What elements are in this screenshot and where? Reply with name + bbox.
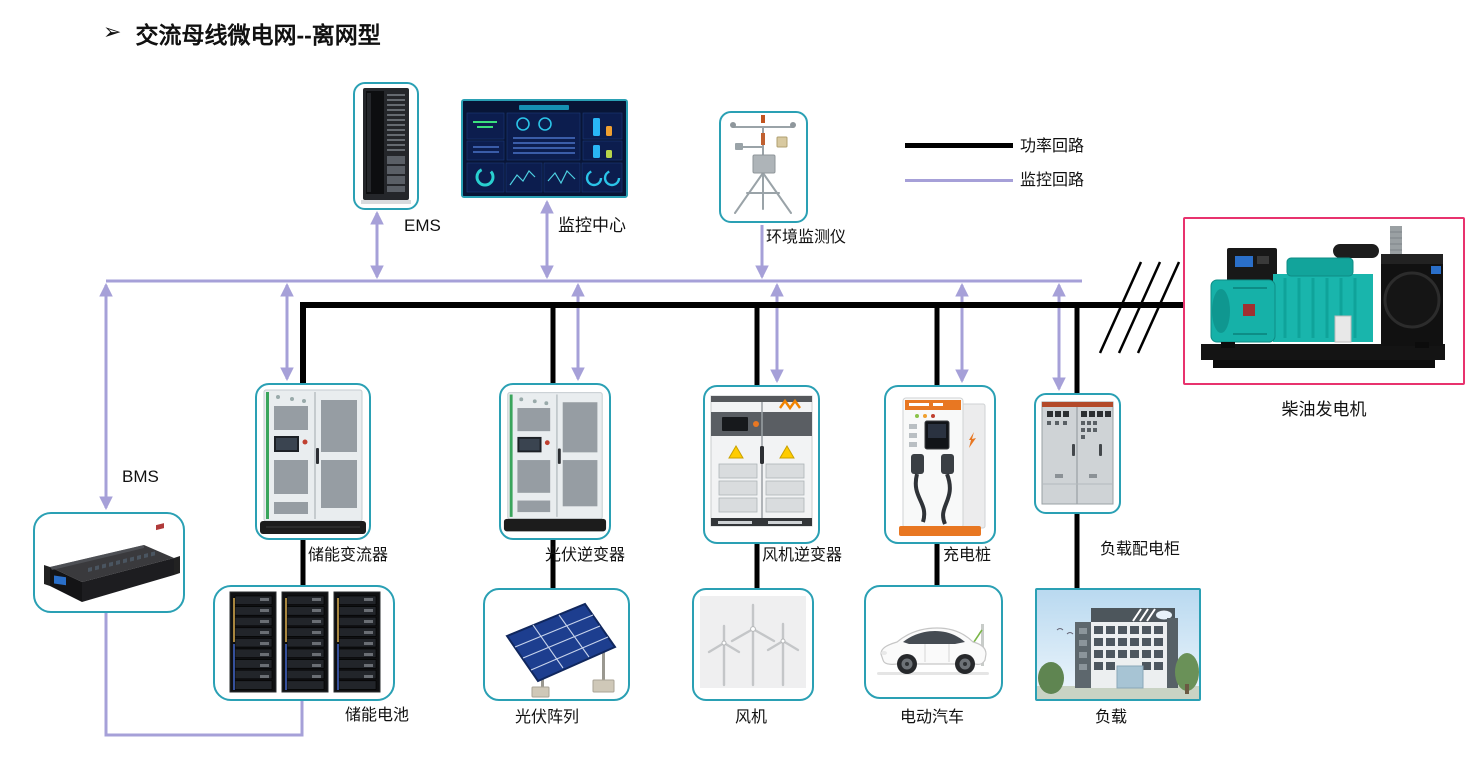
- solar-panel-icon: [505, 602, 617, 698]
- bms-box: [33, 512, 185, 613]
- ems-label: EMS: [404, 216, 441, 235]
- dashboard-screen-icon: [463, 101, 626, 196]
- diesel-generator-box: [1183, 217, 1465, 385]
- wind-turbine-label: 风机: [735, 709, 768, 726]
- ev-box: [864, 585, 1003, 699]
- storage-battery-box: [213, 585, 395, 701]
- legend-power-label: 功率回路: [1020, 138, 1085, 155]
- charging-pile-box: [884, 385, 996, 544]
- diesel-generator-icon: [1201, 226, 1445, 368]
- load-label: 负载: [1095, 709, 1128, 726]
- legend-monitor-line: [905, 179, 1013, 182]
- electric-car-icon: [877, 624, 989, 675]
- pv-inverter-label: 光伏逆变器: [545, 547, 626, 564]
- wind-inverter-cabinet-icon: [710, 395, 813, 527]
- monitor-center-box: [461, 99, 628, 198]
- power-bus: [300, 302, 1185, 383]
- legend-monitor-label: 监控回路: [1020, 172, 1085, 189]
- battery-rack-icon: [229, 591, 381, 693]
- grid-disconnect-slashes: [1098, 261, 1181, 354]
- env-monitor-label: 环境监测仪: [766, 229, 847, 246]
- ev-charger-icon: [899, 397, 986, 536]
- server-rack-icon: [361, 88, 411, 204]
- storage-converter-label: 储能变流器: [308, 547, 389, 564]
- converter-cabinet-icon: [260, 389, 366, 534]
- page-title-text: 交流母线微电网--离网型: [135, 22, 381, 48]
- distribution-cabinet-icon: [1041, 401, 1114, 505]
- pv-array-label: 光伏阵列: [515, 709, 580, 726]
- bms-label: BMS: [122, 467, 159, 486]
- wind-inverter-label: 风机逆变器: [762, 547, 843, 564]
- pv-array-box: [483, 588, 630, 701]
- load-cabinet-box: [1034, 393, 1121, 514]
- wind-turbine-icon: [700, 596, 806, 688]
- diesel-generator-label: 柴油发电机: [1281, 400, 1367, 419]
- weather-station-icon: [730, 115, 796, 214]
- pv-inverter-box: [499, 383, 611, 540]
- wind-turbine-box: [692, 588, 814, 701]
- office-building-icon: [1037, 590, 1199, 699]
- title-arrow-bullet-icon: ➢: [103, 19, 122, 44]
- ems-box: [353, 82, 419, 210]
- page-title: ➢ 交流母线微电网--离网型: [103, 16, 381, 50]
- storage-converter-box: [255, 383, 371, 540]
- wind-inverter-box: [703, 385, 820, 544]
- bms-rack-unit-icon: [44, 523, 180, 602]
- monitor-center-label: 监控中心: [558, 216, 626, 235]
- load-box: [1035, 588, 1201, 701]
- load-cabinet-label: 负载配电柜: [1100, 541, 1181, 558]
- charging-pile-label: 充电桩: [943, 547, 992, 564]
- env-monitor-box: [719, 111, 808, 223]
- inverter-cabinet-icon: [503, 392, 607, 532]
- ev-label: 电动汽车: [900, 709, 965, 726]
- legend-power-line: [905, 143, 1013, 148]
- storage-battery-label: 储能电池: [345, 707, 410, 724]
